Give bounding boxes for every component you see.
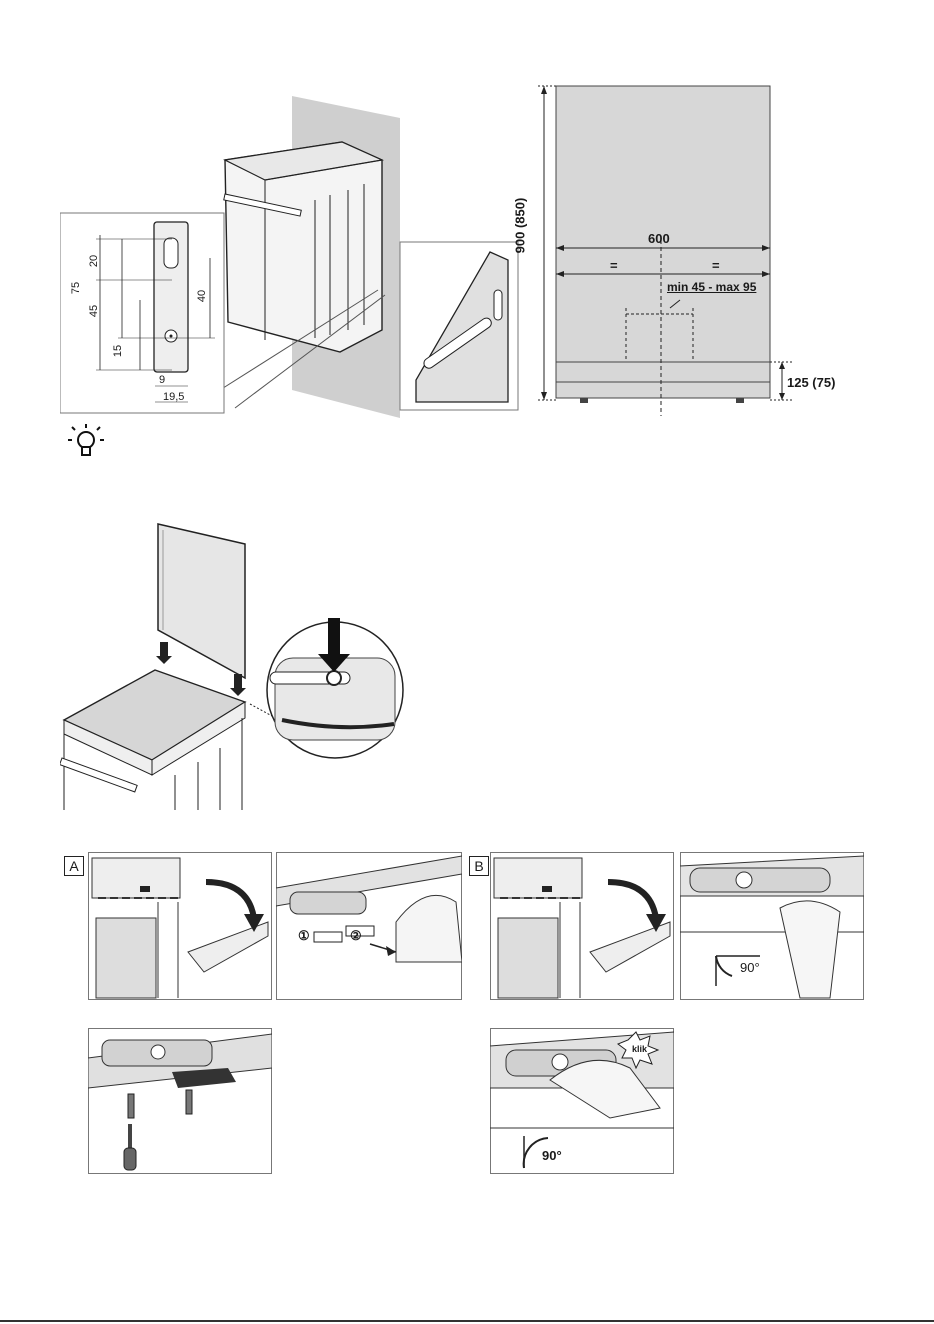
panel-b-click-label: klik — [632, 1044, 647, 1054]
panel-a-slide-hinge — [276, 852, 462, 1000]
panel-a-screw-hinge — [88, 1028, 272, 1174]
dim-20: 20 — [88, 255, 100, 267]
niche-dimension-diagram — [530, 80, 830, 420]
step-1-marker: ① — [298, 928, 310, 944]
dim-19-5: 19,5 — [163, 391, 184, 403]
panel-a-door-close — [88, 852, 272, 1000]
lightbulb-icon — [66, 422, 106, 462]
step-2-marker: ② — [350, 928, 362, 944]
panel-b-door-close — [490, 852, 674, 1000]
cooker-wall-bracket-illustration — [60, 90, 530, 420]
dim-75: 75 — [70, 282, 82, 294]
dim-40: 40 — [196, 290, 208, 302]
dim-9: 9 — [159, 374, 165, 386]
panel-a-label: A — [64, 856, 84, 876]
panel-b-angle-top: 90° — [740, 960, 760, 975]
hole-spacing-label: min 45 - max 95 — [667, 280, 756, 294]
panel-b-angle-bottom: 90° — [542, 1148, 562, 1163]
panel-b-hinge-rotate — [680, 852, 864, 1000]
niche-height-label: 900 (850) — [512, 198, 527, 254]
niche-equal-right: = — [712, 258, 720, 273]
lid-installation-illustration — [60, 520, 410, 810]
dim-15: 15 — [112, 345, 124, 357]
footer-rule — [0, 1320, 934, 1322]
niche-equal-left: = — [610, 258, 618, 273]
plinth-height-label: 125 (75) — [787, 375, 835, 390]
panel-b-label: B — [469, 856, 489, 876]
niche-width-label: 600 — [648, 231, 670, 246]
dim-45: 45 — [88, 305, 100, 317]
